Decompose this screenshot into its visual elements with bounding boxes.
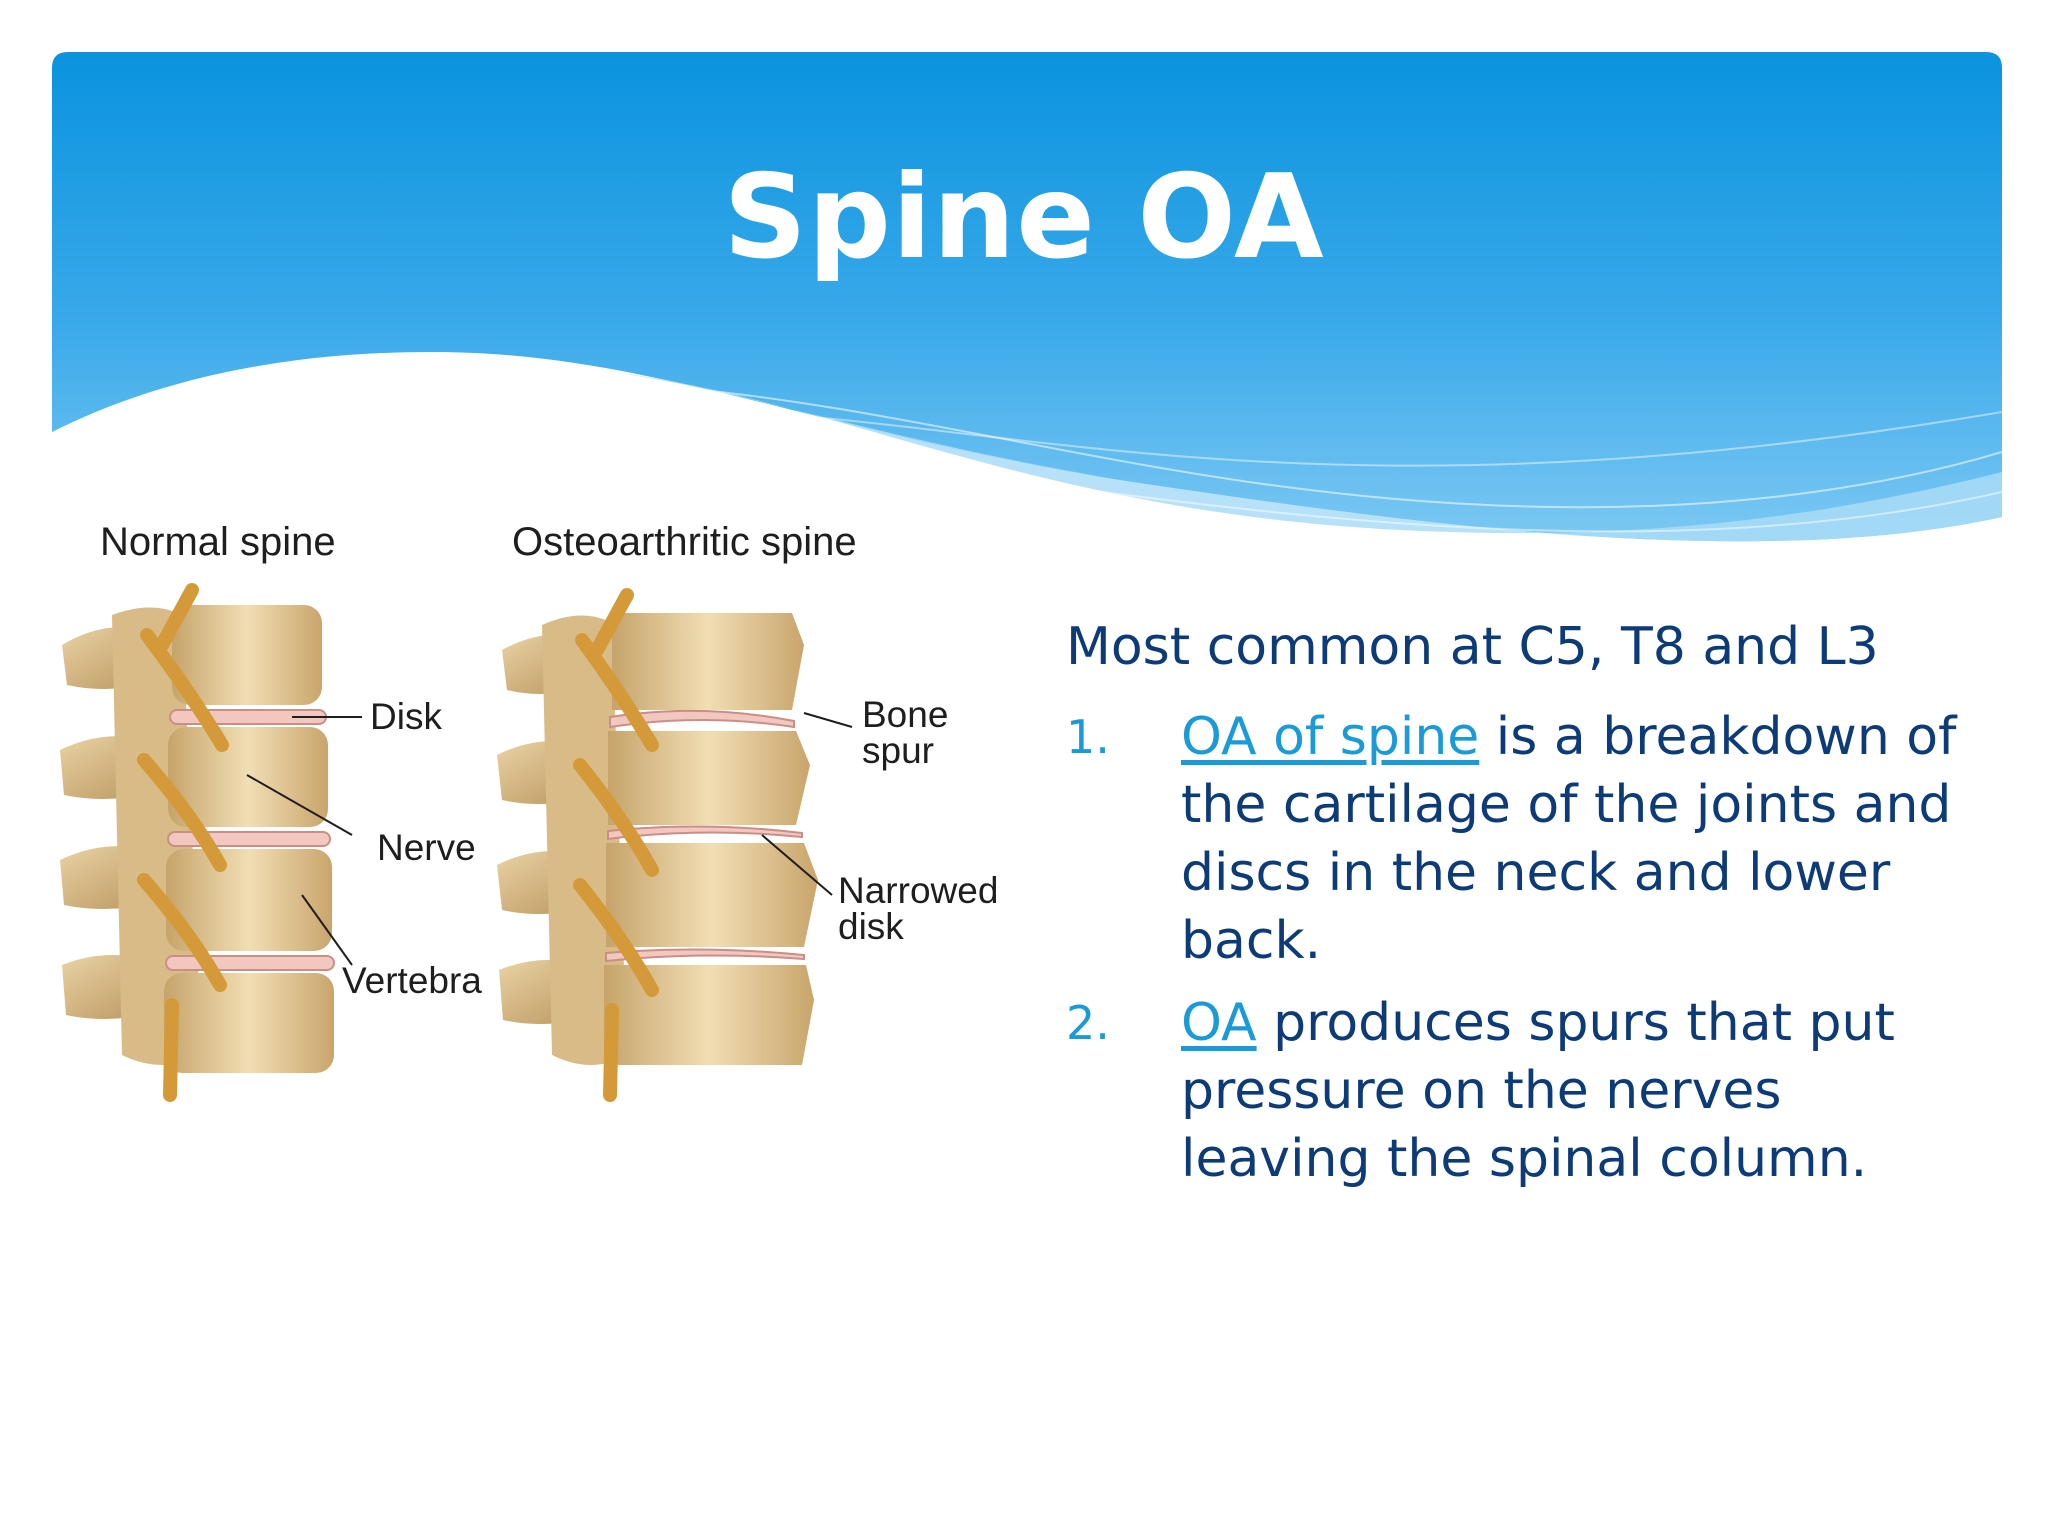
nerve-label: Nerve bbox=[377, 827, 476, 868]
narrowed-disk-label-line1: Narrowed bbox=[838, 870, 998, 911]
list-item: 1. OA of spine is a breakdown of the car… bbox=[1066, 703, 1986, 975]
slide-title: Spine OA bbox=[723, 150, 1325, 285]
bone-spur-label-line1: Bone bbox=[862, 694, 948, 735]
lead-text: Most common at C5, T8 and L3 bbox=[1066, 617, 1879, 677]
normal-spine-labels: Disk Nerve Vertebra bbox=[246, 696, 482, 1001]
list-item-number: 2. bbox=[1066, 996, 1110, 1050]
oa-of-spine-link[interactable]: OA of spine bbox=[1181, 707, 1480, 767]
slide-body: Most common at C5, T8 and L3 1. OA of sp… bbox=[1066, 605, 1986, 1193]
osteoarthritic-spine-caption: Osteoarthritic spine bbox=[512, 520, 857, 564]
bone-spur-label-line2: spur bbox=[862, 730, 934, 771]
narrowed-disk-label-line2: disk bbox=[838, 906, 904, 947]
oa-link[interactable]: OA bbox=[1181, 993, 1257, 1053]
normal-spine-drawing bbox=[60, 583, 335, 1102]
list-item-text: is a breakdown of the cartilage of the j… bbox=[1181, 707, 1957, 971]
list-item-number: 1. bbox=[1066, 710, 1110, 764]
osteoarthritic-spine-drawing bbox=[497, 588, 818, 1102]
osteoarthritic-spine-labels: Bone spur Narrowed disk bbox=[761, 694, 998, 947]
normal-spine-caption: Normal spine bbox=[100, 520, 336, 564]
list-item-text: produces spurs that put pressure on the … bbox=[1181, 993, 1895, 1189]
list-item: 2. OA produces spurs that put pressure o… bbox=[1066, 989, 1986, 1193]
disk-label: Disk bbox=[370, 696, 442, 737]
numbered-list: 1. OA of spine is a breakdown of the car… bbox=[1066, 703, 1986, 1193]
spine-comparison-illustration: Normal spine Osteoarthritic spine Dis bbox=[60, 520, 998, 1102]
vertebra-label: Vertebra bbox=[342, 960, 482, 1001]
header-wave-background bbox=[52, 52, 2002, 542]
